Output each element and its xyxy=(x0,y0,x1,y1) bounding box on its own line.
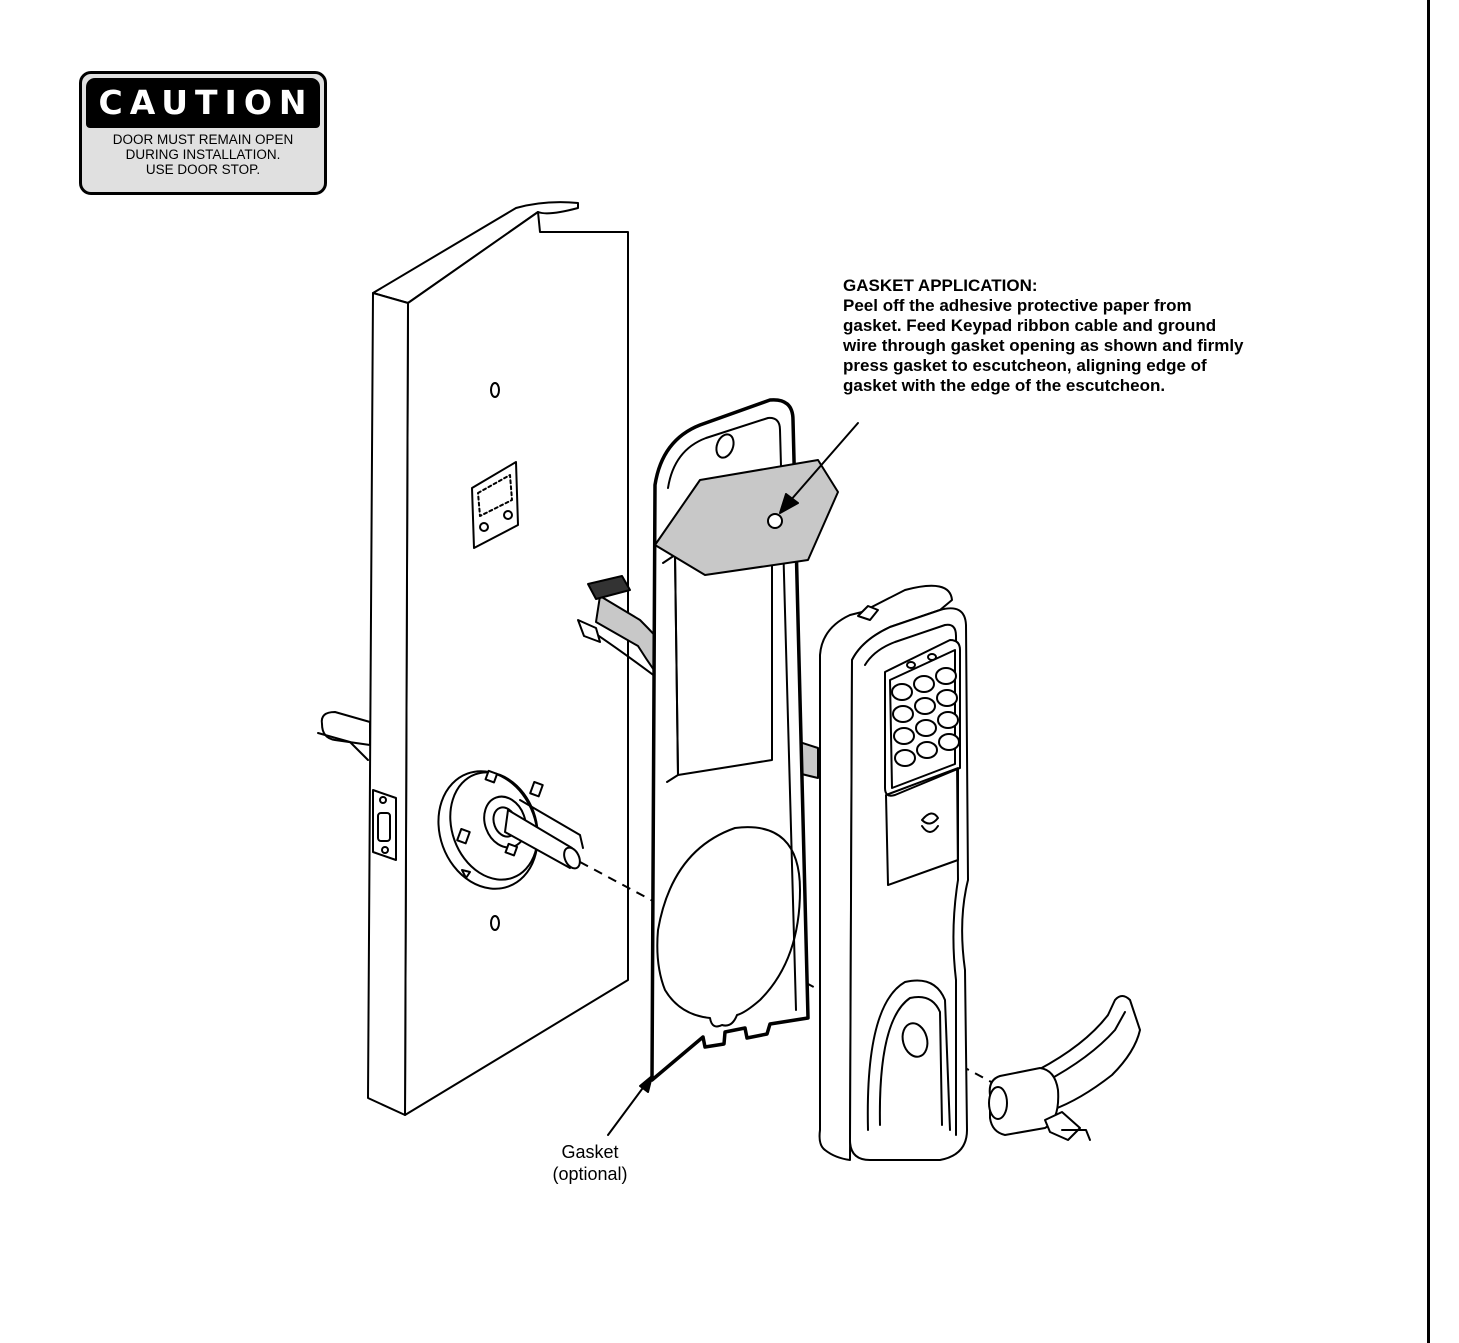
gasket-application-heading: GASKET APPLICATION: xyxy=(843,276,1038,295)
rose-rim xyxy=(449,771,539,881)
lever-hub xyxy=(988,1067,1060,1136)
escutcheon-cylinder-arch-inner xyxy=(878,996,943,1126)
gasket-protective-paper xyxy=(654,459,839,576)
latch-screw-bottom xyxy=(381,846,389,854)
caution-line-1: DOOR MUST REMAIN OPEN xyxy=(112,132,294,147)
caution-line-3: USE DOOR STOP. xyxy=(145,162,261,177)
gasket-outline xyxy=(650,398,810,1082)
caution-sign: CAUTION DOOR MUST REMAIN OPEN DURING INS… xyxy=(79,71,327,195)
caution-title: CAUTION xyxy=(86,78,320,128)
keypad-keys xyxy=(891,667,960,767)
gasket xyxy=(650,398,859,1082)
gasket-application-line-5: gasket with the edge of the escutcheon. xyxy=(843,376,1166,395)
door-plate-screw-1 xyxy=(479,522,489,532)
caution-line-2: DURING INSTALLATION. xyxy=(125,147,281,162)
escutcheon-front-bevel xyxy=(864,623,959,1136)
keypad-key-hash xyxy=(938,733,960,751)
door-front-face xyxy=(404,211,629,1116)
latch-bolt xyxy=(377,812,391,842)
keypad-key-2 xyxy=(913,675,935,693)
keypad-key-9 xyxy=(937,711,959,729)
gasket-label-arrowhead xyxy=(639,1075,653,1093)
escutcheon-top-pin xyxy=(857,605,879,621)
rose-slot-2 xyxy=(529,780,544,798)
keypad-escutcheon xyxy=(818,584,969,1161)
keypad-key-1 xyxy=(891,683,913,701)
gasket-application-line-4: press gasket to escutcheon, aligning edg… xyxy=(843,356,1207,375)
keypad-key-8 xyxy=(915,719,937,737)
rose-slot-4 xyxy=(504,842,519,857)
gasket-label-line-2: (optional) xyxy=(552,1164,628,1184)
note-pointer-line xyxy=(789,422,859,502)
mounting-rose xyxy=(437,769,584,890)
keypad-key-5 xyxy=(914,697,936,715)
rose-slot-3 xyxy=(456,827,471,845)
keypad-key-4 xyxy=(892,705,914,723)
door xyxy=(317,201,629,1116)
door-plate-screw-2 xyxy=(503,510,513,520)
gasket-label-line-1: Gasket xyxy=(561,1142,619,1162)
door-edge xyxy=(367,292,409,1116)
lever-handle xyxy=(988,995,1141,1141)
gasket-application-line-1: Peel off the adhesive protective paper f… xyxy=(843,296,1192,315)
keypad-key-7 xyxy=(893,727,915,745)
gasket-window-inner xyxy=(662,554,679,783)
escutcheon-lower-panel xyxy=(885,767,959,886)
page-right-border xyxy=(1427,0,1430,1343)
lever-key-bow xyxy=(1061,1129,1091,1141)
lever-arm-edge xyxy=(1044,1011,1126,1083)
inside-spindle-flat xyxy=(519,799,584,849)
inside-spindle xyxy=(504,809,573,869)
escutcheon-logo xyxy=(921,812,939,833)
rose-arrow xyxy=(461,869,471,879)
outside-spindle-slot xyxy=(317,732,369,761)
gasket-label: Gasket (optional) xyxy=(520,1141,660,1185)
door-cable-plate xyxy=(471,461,519,549)
gasket-application-note: GASKET APPLICATION: Peel off the adhesiv… xyxy=(843,276,1403,396)
gasket-application-line-3: wire through gasket opening as shown and… xyxy=(843,336,1244,355)
keypad-key-3 xyxy=(935,667,957,685)
lever-cylinder-face xyxy=(988,1086,1008,1120)
gasket-top-hole xyxy=(715,433,735,459)
gasket-inner-edge xyxy=(667,416,797,1011)
rose-slot-1 xyxy=(484,769,499,784)
caution-body: DOOR MUST REMAIN OPEN DURING INSTALLATIO… xyxy=(82,132,324,177)
gasket-round-opening xyxy=(656,826,801,1028)
cylinder-hole xyxy=(901,1022,929,1058)
gasket-application-line-2: gasket. Feed Keypad ribbon cable and gro… xyxy=(843,316,1217,335)
keypad-led-1 xyxy=(906,661,916,669)
keypad-key-0 xyxy=(916,741,938,759)
keypad-key-6 xyxy=(936,689,958,707)
door-cable-opening xyxy=(477,474,513,517)
lever-key-insert xyxy=(1044,1111,1081,1141)
door-top-face xyxy=(372,201,579,304)
ribbon-connector xyxy=(587,575,631,600)
gasket-paper-hole xyxy=(767,513,783,529)
ground-wire-terminal xyxy=(577,619,601,643)
gasket-label-pointer-line xyxy=(607,1084,646,1136)
inside-spindle-end xyxy=(563,846,581,870)
escutcheon-cylinder-arch xyxy=(866,979,951,1131)
latch-screw-top xyxy=(379,796,387,804)
door-mounting-hole-top xyxy=(490,382,500,398)
note-pointer-arrowhead xyxy=(779,493,799,514)
keypad-key-star xyxy=(894,749,916,767)
door-mounting-hole-bottom xyxy=(490,915,500,931)
keypad-led-2 xyxy=(927,653,937,661)
